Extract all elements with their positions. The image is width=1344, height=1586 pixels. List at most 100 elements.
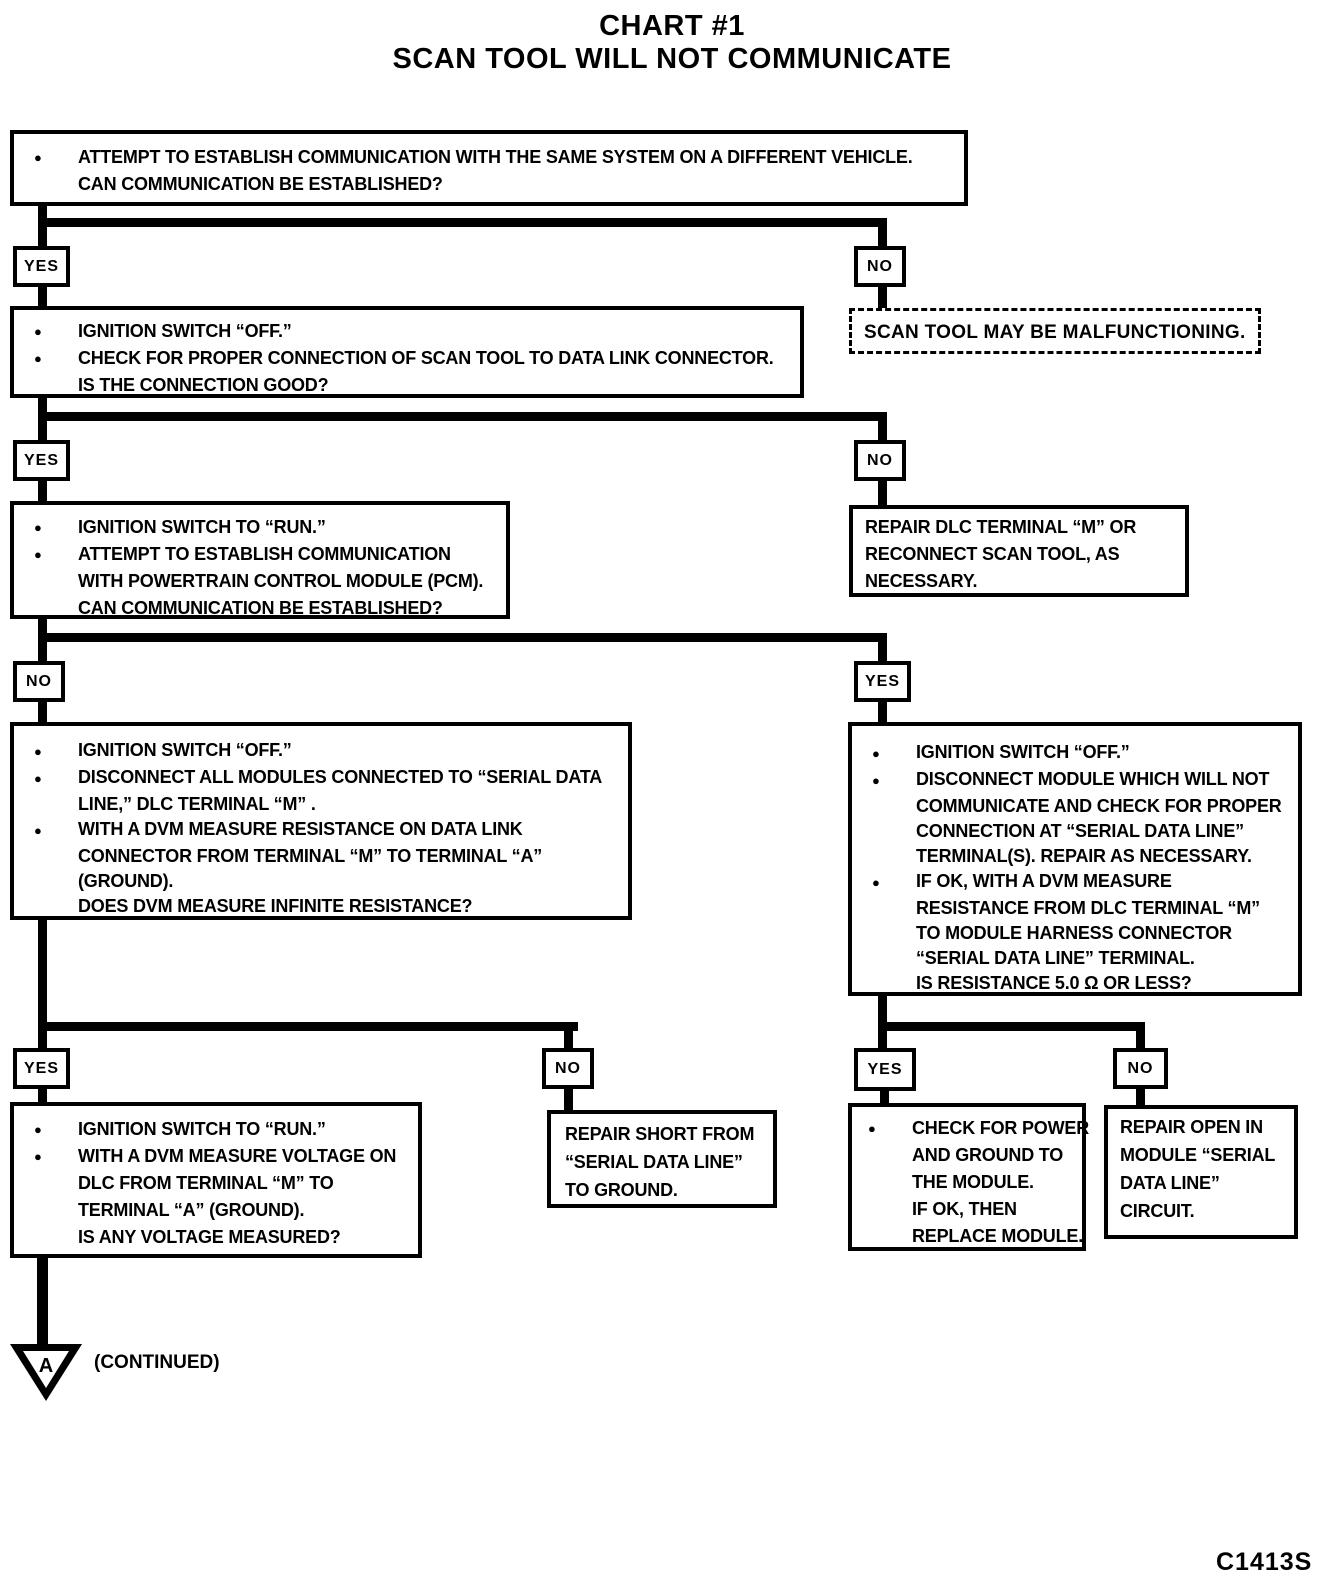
result-text: “SERIAL DATA LINE” bbox=[565, 1152, 743, 1172]
connector-line bbox=[38, 1022, 578, 1031]
bullet-icon: ● bbox=[34, 520, 42, 535]
bullet-icon: ● bbox=[34, 771, 42, 786]
branch-yes-label: YES bbox=[13, 440, 70, 481]
connector-line bbox=[38, 633, 887, 642]
connector-line bbox=[878, 633, 887, 661]
step-text: ATTEMPT TO ESTABLISH COMMUNICATION WITH … bbox=[78, 147, 913, 167]
connector-line bbox=[878, 218, 887, 246]
connector-line bbox=[38, 287, 47, 306]
result-text: CIRCUIT. bbox=[1120, 1201, 1195, 1221]
connector-line bbox=[564, 1089, 573, 1110]
result-box-repair-dlc: REPAIR DLC TERMINAL “M” OR RECONNECT SCA… bbox=[849, 505, 1189, 597]
chart-title-line2: SCAN TOOL WILL NOT COMMUNICATE bbox=[392, 43, 952, 75]
branch-no-label: NO bbox=[1113, 1048, 1168, 1089]
step-text: CHECK FOR PROPER CONNECTION OF SCAN TOOL… bbox=[78, 348, 774, 368]
branch-yes-label: YES bbox=[854, 661, 911, 702]
branch-no-label: NO bbox=[854, 440, 906, 481]
result-box-scan-tool-malfunctioning: SCAN TOOL MAY BE MALFUNCTIONING. bbox=[849, 308, 1261, 354]
chart-title: CHART #1 SCAN TOOL WILL NOT COMMUNICATE bbox=[0, 10, 1344, 76]
bullet-icon: ● bbox=[34, 1149, 42, 1164]
step-question: CAN COMMUNICATION BE ESTABLISHED? bbox=[78, 598, 443, 618]
connector-line bbox=[38, 218, 887, 227]
connector-line bbox=[1136, 1022, 1145, 1048]
connector-line bbox=[878, 287, 887, 308]
result-text: REPAIR SHORT FROM bbox=[565, 1124, 755, 1144]
bullet-icon: ● bbox=[34, 547, 42, 562]
result-text: THE MODULE. bbox=[912, 1172, 1034, 1192]
step-box-pcm-communication: ●IGNITION SWITCH TO “RUN.” ●ATTEMPT TO E… bbox=[10, 501, 510, 619]
step-text: TERMINAL(S). REPAIR AS NECESSARY. bbox=[916, 846, 1252, 866]
step-box-module-serial-data-check: ● IGNITION SWITCH “OFF.” ● DISCONNECT MODU… bbox=[848, 722, 1302, 996]
no-text: NO bbox=[26, 672, 52, 690]
step-question: IS RESISTANCE 5.0 Ω OR LESS? bbox=[916, 973, 1192, 993]
result-text: DATA LINE” bbox=[1120, 1173, 1220, 1193]
step-text: IGNITION SWITCH “OFF.” bbox=[78, 321, 292, 341]
no-text: NO bbox=[555, 1059, 581, 1077]
step-text: DISCONNECT MODULE WHICH WILL NOT bbox=[916, 769, 1270, 789]
step-question: CAN COMMUNICATION BE ESTABLISHED? bbox=[78, 174, 443, 194]
result-text: RECONNECT SCAN TOOL, AS bbox=[865, 544, 1120, 564]
result-text: MODULE “SERIAL bbox=[1120, 1145, 1276, 1165]
step-text: COMMUNICATE AND CHECK FOR PROPER bbox=[916, 796, 1282, 816]
result-text: NECESSARY. bbox=[865, 571, 978, 591]
offpage-connector-letter: A bbox=[39, 1355, 53, 1377]
branch-no-label: NO bbox=[854, 246, 906, 287]
connector-line bbox=[564, 1022, 573, 1048]
step-text: TERMINAL “A” (GROUND). bbox=[78, 1200, 305, 1220]
bullet-icon: ● bbox=[872, 875, 880, 890]
step-text: IGNITION SWITCH “OFF.” bbox=[916, 742, 1130, 762]
step-question: IS THE CONNECTION GOOD? bbox=[78, 375, 329, 395]
bullet-icon: ● bbox=[872, 773, 880, 788]
step-text: CONNECTION AT “SERIAL DATA LINE” bbox=[916, 821, 1244, 841]
step-text: WITH POWERTRAIN CONTROL MODULE (PCM). bbox=[78, 571, 484, 591]
continued-note: (CONTINUED) bbox=[94, 1352, 220, 1373]
connector-line bbox=[38, 920, 47, 1048]
result-text: TO GROUND. bbox=[565, 1180, 678, 1200]
result-text: IF OK, THEN bbox=[912, 1199, 1017, 1219]
chart-title-line1: CHART #1 bbox=[599, 10, 745, 42]
connector-line bbox=[878, 702, 887, 722]
bullet-icon: ● bbox=[34, 150, 42, 165]
step-question: IS ANY VOLTAGE MEASURED? bbox=[78, 1227, 341, 1247]
yes-text: YES bbox=[864, 672, 900, 690]
result-box-check-power-ground: ●CHECK FOR POWER AND GROUND TO THE MODUL… bbox=[848, 1103, 1089, 1251]
connector-line bbox=[38, 412, 887, 421]
figure-code: C1413S bbox=[1216, 1548, 1313, 1576]
step-question: DOES DVM MEASURE INFINITE RESISTANCE? bbox=[78, 896, 473, 916]
result-text: SCAN TOOL MAY BE MALFUNCTIONING. bbox=[864, 322, 1246, 343]
step-box-measure-resistance-dlc: ●IGNITION SWITCH “OFF.” ●DISCONNECT ALL … bbox=[10, 722, 632, 920]
yes-text: YES bbox=[23, 257, 59, 275]
step-box-measure-voltage: ● IGNITION SWITCH TO “RUN.” ● WITH A DVM M… bbox=[10, 1102, 422, 1258]
step-text: ATTEMPT TO ESTABLISH COMMUNICATION bbox=[78, 544, 451, 564]
result-box-repair-short: REPAIR SHORT FROM “SERIAL DATA LINE” TO … bbox=[547, 1110, 777, 1208]
bullet-icon: ● bbox=[34, 324, 42, 339]
bullet-icon: ● bbox=[34, 351, 42, 366]
yes-text: YES bbox=[23, 1059, 59, 1077]
bullet-icon: ● bbox=[34, 744, 42, 759]
step-text: LINE,” DLC TERMINAL “M” . bbox=[78, 794, 316, 814]
branch-no-label: NO bbox=[542, 1048, 594, 1089]
step-box-check-connection: ● IGNITION SWITCH “OFF.” ● CHECK FOR PROPE… bbox=[10, 306, 804, 398]
yes-text: YES bbox=[23, 451, 59, 469]
no-text: NO bbox=[867, 257, 893, 275]
branch-yes-label: YES bbox=[854, 1048, 916, 1091]
result-text: REPLACE MODULE. bbox=[912, 1226, 1084, 1246]
step-text: TO MODULE HARNESS CONNECTOR bbox=[916, 923, 1232, 943]
step-text: CONNECTOR FROM TERMINAL “M” TO TERMINAL … bbox=[78, 846, 543, 866]
branch-no-label: NO bbox=[13, 661, 65, 702]
step-text: (GROUND). bbox=[78, 871, 174, 891]
step-text: RESISTANCE FROM DLC TERMINAL “M” bbox=[916, 898, 1260, 918]
bullet-icon: ● bbox=[34, 1122, 42, 1137]
bullet-icon: ● bbox=[868, 1121, 876, 1136]
step-text: “SERIAL DATA LINE” TERMINAL. bbox=[916, 948, 1195, 968]
step-text: DLC FROM TERMINAL “M” TO bbox=[78, 1173, 334, 1193]
step-text: IGNITION SWITCH TO “RUN.” bbox=[78, 1119, 326, 1139]
step-text: WITH A DVM MEASURE VOLTAGE ON bbox=[78, 1146, 397, 1166]
result-text: REPAIR DLC TERMINAL “M” OR bbox=[865, 517, 1137, 537]
step-text: IGNITION SWITCH “OFF.” bbox=[78, 740, 292, 760]
bullet-icon: ● bbox=[872, 746, 880, 761]
step-text: IF OK, WITH A DVM MEASURE bbox=[916, 871, 1172, 891]
result-text: REPAIR OPEN IN bbox=[1120, 1117, 1263, 1137]
connector-line bbox=[38, 1089, 47, 1102]
